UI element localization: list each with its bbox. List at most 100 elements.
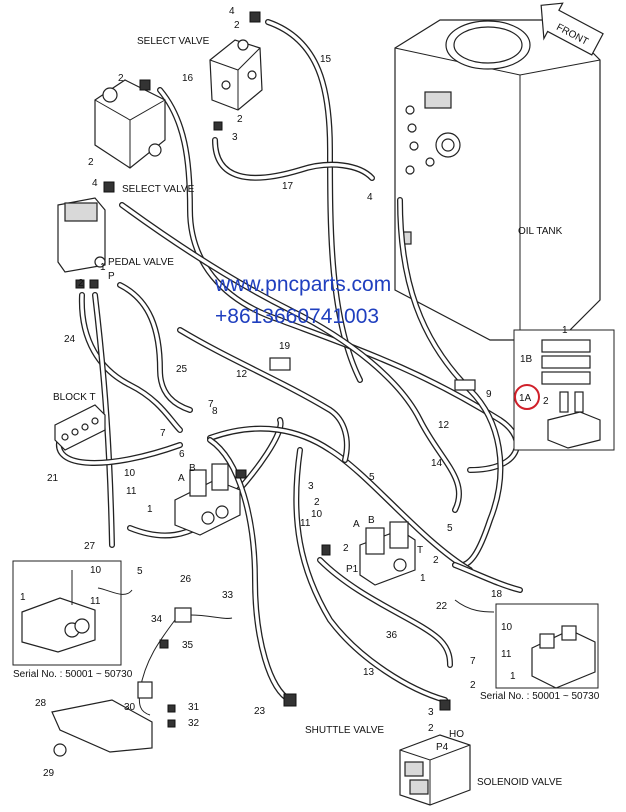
select-valve-left: SELECT VALVE [94, 79, 195, 195]
select-valve-top: SELECT VALVE [137, 11, 263, 131]
inset-right-11: 11 [501, 649, 512, 660]
callout-23: 23 [254, 706, 266, 717]
callout-1-mid: 1 [420, 573, 426, 584]
solenoid-valve-center-left [174, 463, 247, 536]
callout-25: 25 [176, 364, 188, 375]
callout-35: 35 [182, 640, 194, 651]
select-valve-top-label: SELECT VALVE [137, 36, 210, 47]
callout-4-top: 4 [229, 6, 235, 17]
callout-1-pv: 1 [100, 262, 106, 273]
oil-tank-label: OIL TANK [518, 226, 563, 237]
shuttle-valve-label: SHUTTLE VALVE [305, 725, 384, 736]
callout-7-right: 7 [470, 656, 476, 667]
callout-2-mid: 2 [314, 497, 320, 508]
callout-b-valve: B [189, 463, 196, 474]
callout-2-sv-top-a: 2 [237, 114, 243, 125]
callout-32: 32 [188, 718, 200, 729]
solenoid-valve-center [321, 521, 416, 586]
watermark-phone: +8613660741003 [215, 305, 379, 328]
callout-ho: HO [449, 729, 464, 740]
callout-10-a: 10 [124, 468, 136, 479]
callout-18: 18 [491, 589, 503, 600]
inset-top-1a: 1A [519, 393, 532, 404]
inset-left-pointer [97, 587, 133, 595]
watermark: www.pncparts.com +8613660741003 [214, 273, 391, 328]
callout-2-mid-c: 2 [433, 555, 439, 566]
callout-7-b: 7 [160, 428, 166, 439]
select-valve-left-label: SELECT VALVE [122, 184, 195, 195]
callout-28: 28 [35, 698, 47, 709]
callout-15: 15 [320, 54, 332, 65]
serial-left: Serial No. : 50001 ~ 50730 [13, 669, 133, 680]
callout-a-valve: A [178, 473, 185, 484]
watermark-url: www.pncparts.com [214, 273, 391, 296]
callout-2-sv-left-b: 2 [88, 157, 94, 168]
callout-p4: P4 [436, 742, 449, 753]
solenoid-valve-label: SOLENOID VALVE [477, 777, 563, 788]
callout-2-pv: 2 [78, 278, 84, 289]
callout-8: 8 [212, 406, 218, 417]
callout-19: 19 [279, 341, 291, 352]
callout-2-right: 2 [470, 680, 476, 691]
callout-36: 36 [386, 630, 398, 641]
callout-1-valve: 1 [147, 504, 153, 515]
pedal-valve-label: PEDAL VALVE [108, 257, 174, 268]
callout-10-mid: 10 [311, 509, 323, 520]
callout-2-mid-b: 2 [343, 543, 349, 554]
inset-top-2: 2 [543, 396, 549, 407]
callout-2-bottom: 2 [428, 723, 434, 734]
serial-right: Serial No. : 50001 ~ 50730 [480, 691, 600, 702]
callout-31: 31 [188, 702, 200, 713]
callout-11-mid: 11 [300, 518, 311, 529]
callout-5-right: 5 [447, 523, 453, 534]
shuttle-valve: SHUTTLE VALVE [283, 693, 384, 736]
callout-t-mid: T [417, 545, 423, 556]
callout-4-sv-left: 4 [92, 178, 98, 189]
inset-top-1: 1 [562, 325, 568, 336]
callout-14: 14 [431, 458, 443, 469]
bracket [51, 699, 153, 757]
callout-13: 13 [363, 667, 375, 678]
inset-right: 10 11 1 Serial No. : 50001 ~ 50730 [480, 603, 600, 702]
front-arrow: FRONT [540, 2, 604, 56]
inset-right-10: 10 [501, 622, 513, 633]
callout-3-bottom: 3 [428, 707, 434, 718]
callout-p-pv: P [108, 271, 115, 282]
pedal-valve: PEDAL VALVE [57, 197, 174, 289]
callout-12-left: 12 [236, 369, 248, 380]
callout-7-block: 7 [208, 399, 214, 410]
callout-b-mid: B [368, 515, 375, 526]
inset-right-pointer [454, 599, 495, 613]
callout-4-tank: 4 [367, 192, 373, 203]
callout-a-mid: A [353, 519, 360, 530]
inset-left-1: 1 [20, 592, 26, 603]
hose-clamp-9 [454, 379, 476, 391]
callout-24: 24 [64, 334, 76, 345]
inset-left-10: 10 [90, 565, 102, 576]
callout-6: 6 [179, 449, 185, 460]
oil-tank: OIL TANK [394, 19, 601, 341]
highlight-circle [514, 384, 540, 410]
inset-right-1: 1 [510, 671, 516, 682]
inset-top-right: 1 1B 1A 2 [513, 325, 615, 451]
callout-26: 26 [180, 574, 192, 585]
callout-17: 17 [282, 181, 294, 192]
callout-16: 16 [182, 73, 194, 84]
inset-left: 10 11 1 Serial No. : 50001 ~ 50730 [12, 560, 133, 680]
block-t: BLOCK T [53, 392, 106, 451]
callout-2-sv-left: 2 [118, 73, 124, 84]
callout-27: 27 [84, 541, 96, 552]
part-callouts: 4 2 15 2 16 2 3 2 4 17 4 1 P 2 24 19 25 … [35, 6, 503, 779]
callout-5-a: 5 [137, 566, 143, 577]
inset-left-11: 11 [90, 596, 101, 607]
callout-29: 29 [43, 768, 55, 779]
callout-12-right: 12 [438, 420, 450, 431]
callout-p1: P1 [346, 564, 359, 575]
callout-11-a: 11 [126, 486, 137, 497]
callout-9: 9 [486, 389, 492, 400]
hose-lines [55, 19, 523, 703]
callout-30: 30 [124, 702, 136, 713]
inset-top-1b: 1B [520, 354, 533, 365]
callout-34: 34 [151, 614, 163, 625]
